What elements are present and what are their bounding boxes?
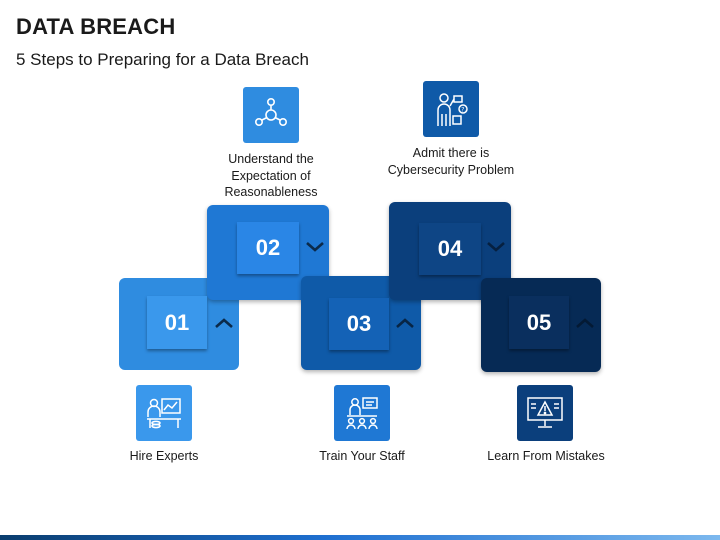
footer-accent-bar bbox=[0, 535, 720, 540]
step-04-icon-tile: ? bbox=[423, 81, 479, 137]
step-03-caption: Train Your Staff bbox=[319, 449, 405, 463]
step-05-caption: Learn From Mistakes bbox=[487, 449, 605, 463]
experts-workstation-icon bbox=[147, 398, 181, 429]
step-01-icon-tile bbox=[136, 385, 192, 441]
warning-monitor-icon bbox=[527, 397, 563, 428]
step-01-caption: Hire Experts bbox=[129, 449, 199, 463]
step-02-icon-tile bbox=[243, 87, 299, 143]
step-04-number: 04 bbox=[419, 223, 481, 275]
step-03-number: 03 bbox=[329, 298, 389, 350]
chevron-up-icon bbox=[215, 318, 233, 328]
slide-title: DATA BREACH bbox=[16, 14, 176, 39]
chevron-up-icon bbox=[396, 318, 414, 328]
step-04-caption: Admit there is Cybersecurity Problem bbox=[387, 146, 515, 177]
chevron-up-icon bbox=[576, 318, 594, 328]
chevron-down-icon bbox=[487, 242, 505, 252]
problem-thinking-icon: ? bbox=[437, 93, 468, 126]
presentation-training-icon bbox=[346, 397, 378, 430]
step-05-icon-tile bbox=[517, 385, 573, 441]
step-02-number: 02 bbox=[237, 222, 299, 274]
svg-text:?: ? bbox=[461, 107, 464, 114]
step-03-icon-tile bbox=[334, 385, 390, 441]
network-nodes-icon bbox=[254, 97, 287, 126]
step-01-number: 01 bbox=[147, 296, 207, 349]
step-05-number: 05 bbox=[509, 296, 569, 349]
chevron-down-icon bbox=[306, 242, 324, 252]
step-02-caption: Understand the Expectation of Reasonable… bbox=[224, 152, 318, 199]
slide-subtitle: 5 Steps to Preparing for a Data Breach bbox=[16, 50, 309, 69]
